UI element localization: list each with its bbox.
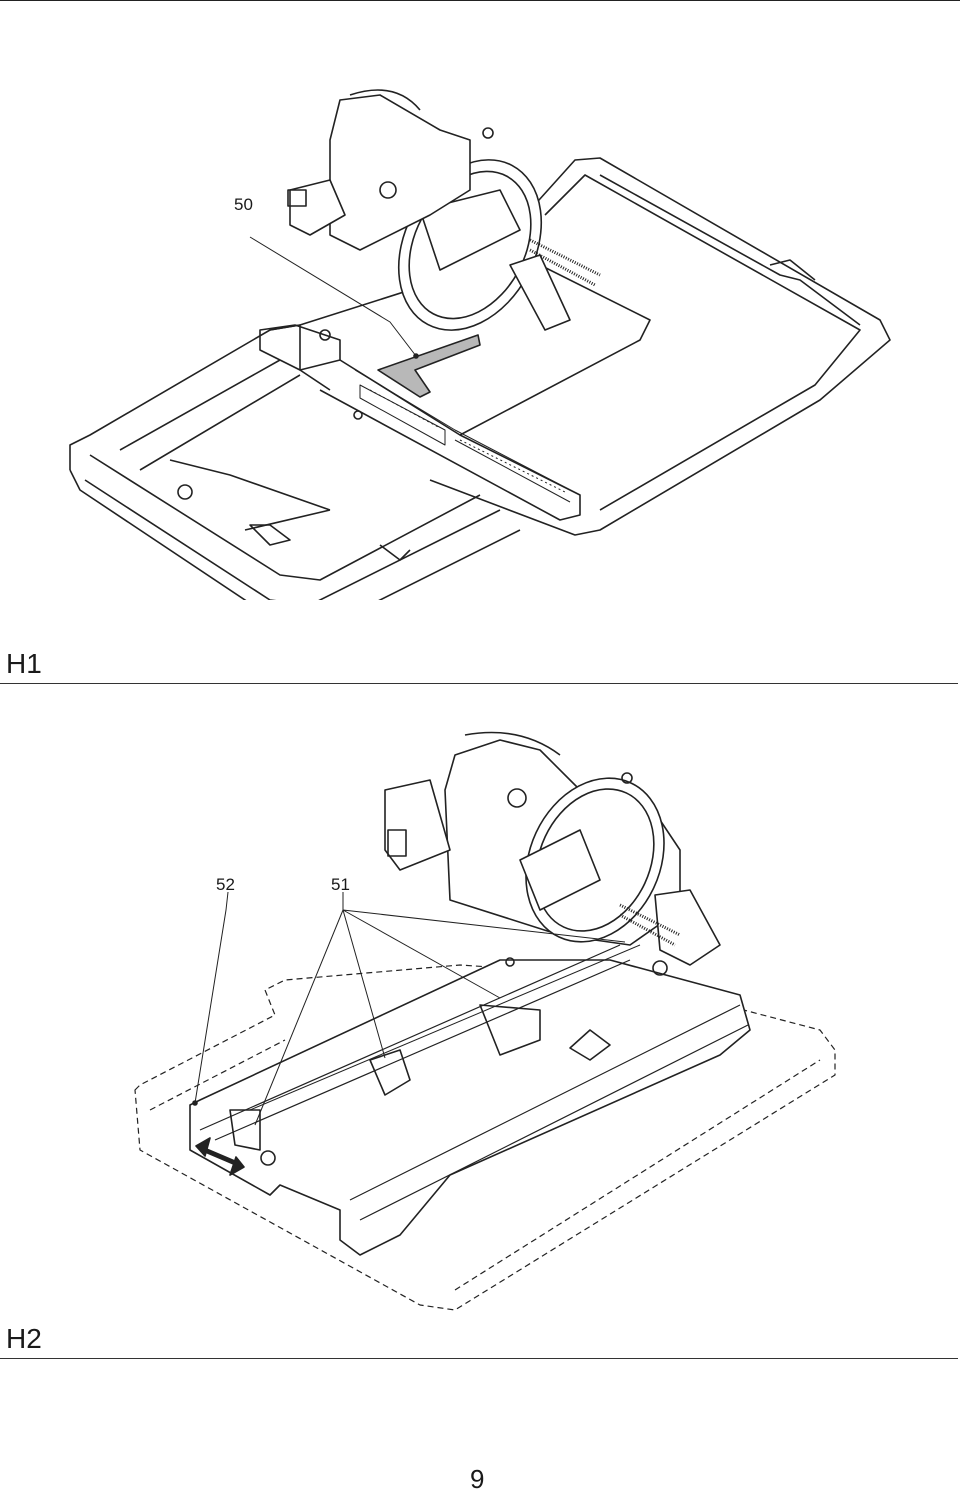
callout-50: 50 [234,195,253,214]
figure-h1-illustration: 50 [0,40,960,600]
figure-label-h1: H1 [6,648,42,679]
figure-h1-divider [0,683,958,684]
callout-52: 52 [216,875,235,894]
figure-h2-illustration: 52 51 [0,730,960,1330]
top-rule [0,0,960,1]
figure-h2-divider [0,1358,958,1359]
figure-label-h2: H2 [6,1323,42,1354]
page-number: 9 [470,1464,485,1494]
callout-51: 51 [331,875,350,894]
